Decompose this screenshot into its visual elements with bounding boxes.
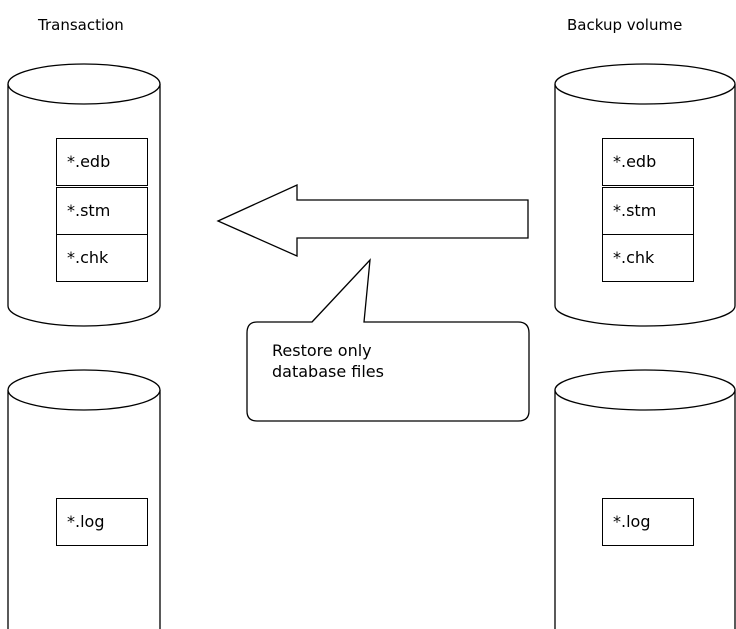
transaction-title: Transaction bbox=[38, 16, 124, 34]
restore-arrow bbox=[216, 183, 529, 257]
callout-text-line1: Restore only bbox=[272, 341, 372, 360]
left-log-file: *.log bbox=[56, 498, 148, 546]
callout-text-line2: database files bbox=[272, 362, 384, 381]
right-edb-file: *.edb bbox=[602, 138, 694, 186]
right-log-cylinder bbox=[554, 369, 736, 629]
right-log-file: *.log bbox=[602, 498, 694, 546]
left-chk-file: *.chk bbox=[56, 234, 148, 282]
left-edb-file: *.edb bbox=[56, 138, 148, 186]
backup-volume-title: Backup volume bbox=[567, 16, 683, 34]
left-log-cylinder bbox=[7, 369, 161, 629]
right-chk-file: *.chk bbox=[602, 234, 694, 282]
left-stm-file: *.stm bbox=[56, 187, 148, 235]
callout-bubble bbox=[246, 258, 530, 422]
right-stm-file: *.stm bbox=[602, 187, 694, 235]
